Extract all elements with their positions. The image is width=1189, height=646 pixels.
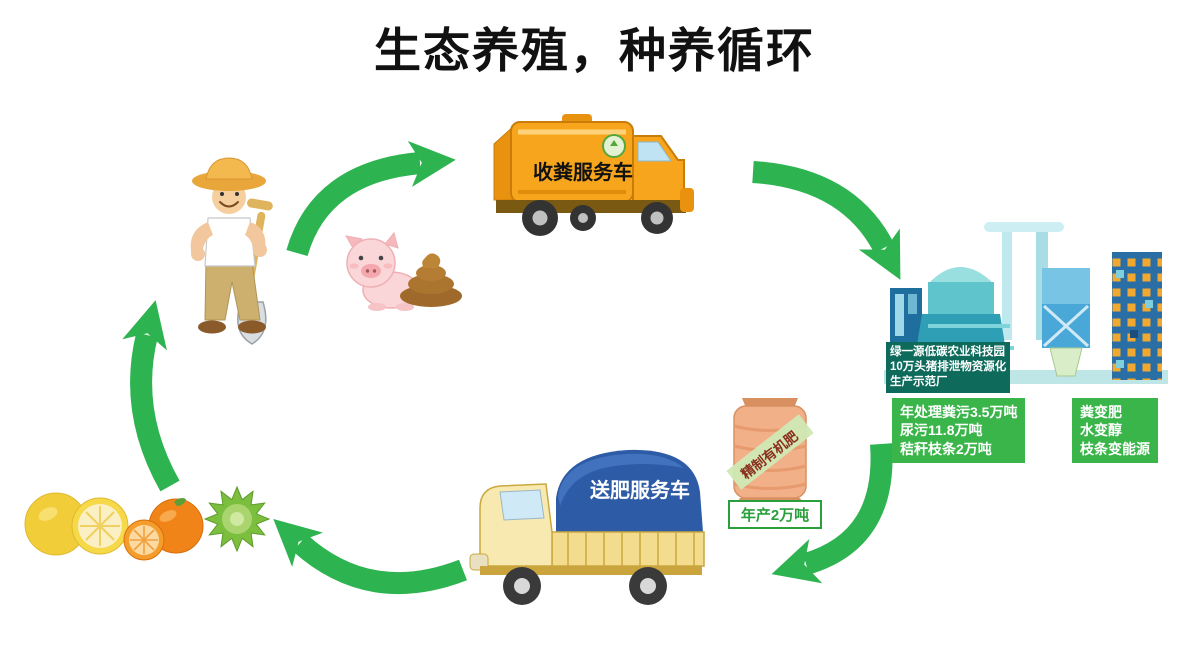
- factory-caption-line-2: 10万头猪排泄物资源化: [890, 360, 1007, 373]
- factory-caption-line-1: 绿一源低碳农业科技园: [890, 346, 1005, 358]
- green-fruit-icon: [204, 485, 270, 553]
- factory-caption-line-3: 生产示范厂: [890, 375, 948, 388]
- transform-line-1: 粪变肥: [1080, 404, 1122, 420]
- factory-caption: 绿一源低碳农业科技园 10万头猪排泄物资源化 生产示范厂: [886, 342, 1011, 393]
- arrow-fruits-to-farmer: [122, 300, 180, 492]
- factory-illustration: 绿一源低碳农业科技园 10万头猪排泄物资源化 生产示范厂: [884, 210, 1168, 398]
- stats-line-1: 年处理粪污3.5万吨: [900, 404, 1018, 420]
- transform-line-3: 枝条变能源: [1080, 440, 1150, 457]
- transformation-box: 粪变肥 水变醇 枝条变能源: [1072, 398, 1158, 464]
- arrow-collection-truck-to-factory: [752, 161, 901, 280]
- pomelo-icon: [24, 486, 132, 558]
- fertilizer-bag-illustration: 精制有机肥: [722, 394, 818, 512]
- arrow-farmer-to-collection-truck: [286, 141, 456, 257]
- arrow-factory-to-delivery-truck: [771, 443, 893, 584]
- stats-line-2: 尿污11.8万吨: [900, 422, 983, 439]
- delivery-truck-label: 送肥服务车: [590, 480, 690, 502]
- annual-output-label: 年产2万吨: [728, 500, 822, 529]
- arrow-delivery-truck-to-fruits: [273, 519, 467, 595]
- collection-truck-illustration: 收粪服务车: [476, 96, 714, 248]
- processing-stats-box: 年处理粪污3.5万吨 尿污11.8万吨 秸秆枝条2万吨: [892, 398, 1026, 464]
- transform-line-2: 水变醇: [1080, 422, 1122, 439]
- stats-line-3: 秸秆枝条2万吨: [900, 440, 992, 457]
- manure-icon: [396, 246, 466, 308]
- page-title: 生态养殖，种养循环: [374, 24, 815, 77]
- orange-icon: [118, 496, 216, 562]
- collection-truck-label: 收粪服务车: [533, 162, 633, 184]
- farmer-illustration: [148, 150, 308, 350]
- delivery-truck-illustration: 送肥服务车: [460, 436, 708, 616]
